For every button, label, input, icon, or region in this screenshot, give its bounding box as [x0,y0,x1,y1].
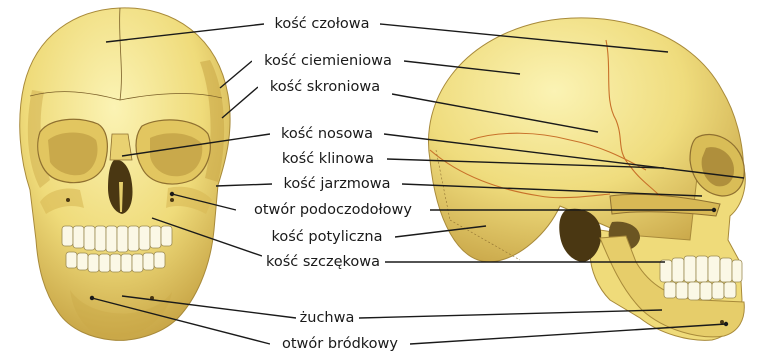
label-parietal-bone: kość ciemieniowa [264,53,392,69]
label-infraorbital-foramen: otwór podoczodołowy [254,202,412,218]
label-mental-foramen: otwór bródkowy [282,336,398,352]
skull-front-view [20,8,230,340]
label-occipital-bone: kość potyliczna [272,229,383,245]
label-mandible: żuchwa [300,310,355,326]
label-temporal-bone: kość skroniowa [270,79,380,95]
front-lower-teeth [66,252,165,272]
label-zygomatic-bone: kość jarzmowa [283,176,390,192]
front-upper-teeth [62,226,172,252]
label-frontal-bone: kość czołowa [274,16,369,32]
label-nasal-bone: kość nosowa [281,126,373,142]
side-teeth [660,256,742,300]
label-sphenoid-bone: kość klinowa [282,151,374,167]
skull-side-view [428,18,745,340]
label-maxilla: kość szczękowa [266,254,380,270]
